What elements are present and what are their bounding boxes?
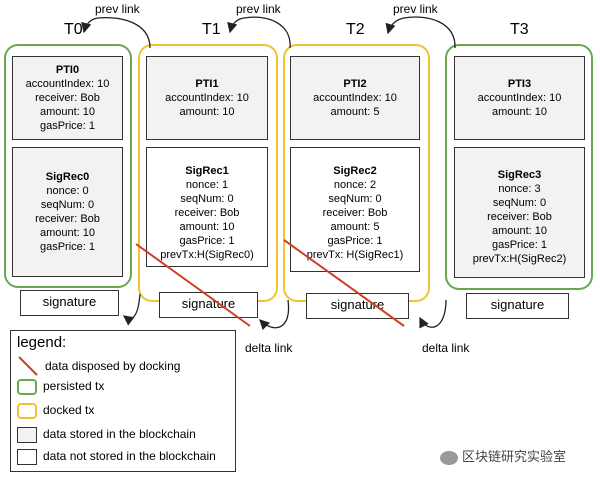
tx-label-t1: T1 — [202, 21, 221, 38]
prev-link-label-3: prev link — [393, 2, 438, 16]
tx-t3-container — [445, 44, 593, 290]
sigrec3-line: seqNum: 0 — [492, 197, 547, 209]
legend-docked-swatch — [17, 403, 37, 419]
pti0-line: gasPrice: 1 — [39, 120, 96, 132]
sigrec1-line: receiver: Bob — [174, 207, 240, 219]
delta-link-arrow-3 — [419, 299, 447, 329]
legend-stored-row: data stored in the blockchain — [17, 427, 196, 443]
sigrec3-line: nonce: 3 — [498, 183, 541, 195]
wechat-logo-icon — [440, 450, 458, 465]
legend-docked-label: docked tx — [43, 403, 95, 418]
pti1-box: PTI1 accountIndex: 10 amount: 10 — [146, 56, 268, 140]
pti0-line: accountIndex: 10 — [25, 78, 110, 90]
sigrec3-box: SigRec3 nonce: 3 seqNum: 0 receiver: Bob… — [454, 147, 585, 278]
sigrec2-line: prevTx: H(SigRec1) — [306, 249, 404, 261]
sigrec0-title: SigRec0 — [45, 171, 90, 183]
sigrec1-line: seqNum: 0 — [180, 193, 234, 205]
pti1-line: accountIndex: 10 — [165, 92, 249, 104]
sigrec2-line: seqNum: 0 — [328, 193, 382, 205]
sigrec0-line: nonce: 0 — [46, 185, 89, 197]
signature-box-t3: signature — [466, 293, 569, 319]
prev-link-label-2: prev link — [236, 2, 281, 16]
legend-not-stored-row: data not stored in the blockchain — [17, 449, 216, 465]
disposed-strike-t1 — [135, 243, 251, 327]
legend-docked-row: docked tx — [17, 403, 94, 419]
delta-link-label-2: delta link — [245, 341, 293, 355]
delta-link-label-3: delta link — [422, 341, 470, 355]
sigrec2-title: SigRec2 — [333, 165, 377, 177]
legend-not-stored-label: data not stored in the blockchain — [43, 449, 216, 464]
sigrec2-line: amount: 5 — [330, 221, 380, 233]
watermark: 区块链研究实验室 — [440, 446, 566, 465]
legend-persisted-row: persisted tx — [17, 379, 104, 395]
sigrec3-title: SigRec3 — [497, 169, 542, 181]
pti0-title: PTI0 — [55, 64, 80, 76]
sigrec2-box: SigRec2 nonce: 2 seqNum: 0 receiver: Bob… — [290, 147, 420, 272]
disposed-strike-t2 — [283, 239, 405, 327]
pti2-title: PTI2 — [343, 78, 367, 90]
delta-link-arrow-1 — [122, 293, 141, 326]
sigrec0-line: receiver: Bob — [35, 213, 100, 225]
prev-link-arrow-1 — [81, 16, 151, 49]
pti2-box: PTI2 accountIndex: 10 amount: 5 — [290, 56, 420, 140]
sigrec2-line: gasPrice: 1 — [327, 235, 383, 247]
pti0-line: amount: 10 — [39, 106, 96, 118]
pti2-line: accountIndex: 10 — [313, 92, 397, 104]
tx-label-t0: T0 — [64, 21, 83, 38]
legend-not-stored-swatch — [17, 449, 37, 465]
tx-label-t3: T3 — [510, 21, 529, 38]
prev-link-arrow-3 — [385, 16, 456, 49]
legend-stored-swatch — [17, 427, 37, 443]
pti1-title: PTI1 — [195, 78, 219, 90]
delta-link-arrow-2 — [259, 299, 290, 331]
sigrec0-line: gasPrice: 1 — [39, 241, 96, 253]
sigrec0-box: SigRec0 nonce: 0 seqNum: 0 receiver: Bob… — [12, 147, 123, 277]
pti3-line: amount: 10 — [491, 106, 548, 118]
sigrec0-line: seqNum: 0 — [40, 199, 95, 211]
sigrec3-line: prevTx:H(SigRec2) — [472, 253, 567, 265]
signature-box-t2: signature — [306, 293, 409, 319]
pti0-box: PTI0 accountIndex: 10 receiver: Bob amou… — [12, 56, 123, 140]
tx-t0-container — [4, 44, 132, 288]
pti0-line: receiver: Bob — [35, 92, 100, 104]
legend-disposed-swatch — [18, 356, 38, 376]
pti2-line: amount: 5 — [330, 106, 380, 118]
pti1-line: amount: 10 — [179, 106, 235, 118]
sigrec3-line: receiver: Bob — [487, 211, 552, 223]
signature-box-t0: signature — [20, 290, 119, 316]
sigrec1-line: prevTx:H(SigRec0) — [160, 249, 254, 261]
sigrec2-line: receiver: Bob — [322, 207, 388, 219]
legend: legend: data disposed by docking persist… — [10, 330, 236, 472]
sigrec3-line: gasPrice: 1 — [491, 239, 548, 251]
sigrec1-box: SigRec1 nonce: 1 seqNum: 0 receiver: Bob… — [146, 147, 268, 267]
legend-persisted-label: persisted tx — [43, 379, 105, 394]
watermark-text: 区块链研究实验室 — [462, 449, 567, 464]
prev-link-label-1: prev link — [95, 2, 140, 16]
sigrec1-line: nonce: 1 — [185, 179, 229, 191]
pti3-title: PTI3 — [507, 78, 532, 90]
legend-stored-label: data stored in the blockchain — [43, 427, 196, 442]
pti3-box: PTI3 accountIndex: 10 amount: 10 — [454, 56, 585, 140]
sigrec0-line: amount: 10 — [39, 227, 96, 239]
legend-persisted-swatch — [17, 379, 37, 395]
tx-label-t2: T2 — [346, 21, 365, 38]
prev-link-arrow-2 — [227, 16, 291, 49]
pti3-line: accountIndex: 10 — [477, 92, 562, 104]
sigrec2-line: nonce: 2 — [333, 179, 377, 191]
legend-disposed-label: data disposed by docking — [45, 359, 181, 373]
sigrec1-line: gasPrice: 1 — [179, 235, 235, 247]
sigrec1-line: amount: 10 — [179, 221, 235, 233]
legend-title: legend: — [17, 334, 67, 351]
sigrec1-title: SigRec1 — [185, 165, 229, 177]
sigrec3-line: amount: 10 — [491, 225, 548, 237]
